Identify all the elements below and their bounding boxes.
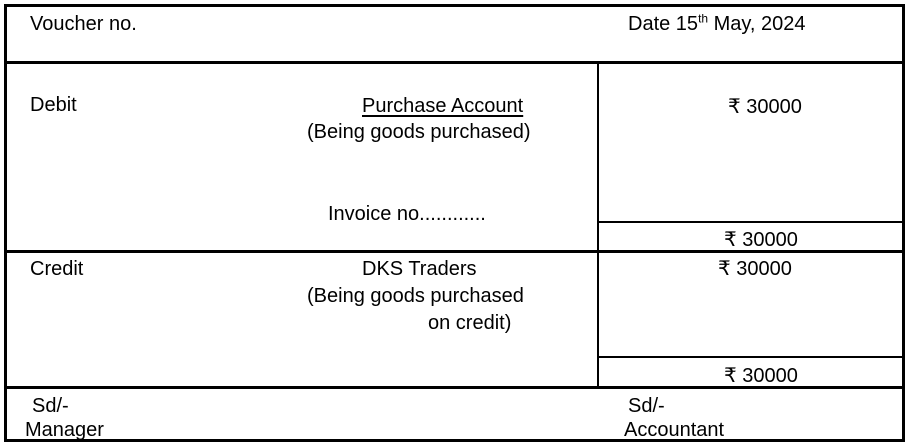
voucher-date-ordinal: th xyxy=(698,11,709,26)
voucher-date: Date 15th May, 2024 xyxy=(628,12,806,36)
debit-total-divider-line xyxy=(597,221,905,223)
credit-narration-line2: on credit) xyxy=(428,312,512,334)
credit-total-amount: ₹ 30000 xyxy=(724,365,798,387)
footer-divider-line xyxy=(4,386,905,389)
credit-total-divider-line xyxy=(597,356,905,358)
accountant-role-label: Accountant xyxy=(624,419,725,441)
debit-narration: (Being goods purchased) xyxy=(307,121,531,143)
voucher-date-suffix: May, 2024 xyxy=(708,13,806,35)
debit-credit-divider-line xyxy=(4,250,905,253)
debit-label: Debit xyxy=(30,94,77,116)
voucher-date-prefix: Date 15 xyxy=(628,13,699,35)
debit-account-title: Purchase Account xyxy=(362,95,524,117)
credit-narration-line1: (Being goods purchased xyxy=(307,285,524,307)
credit-account-title: DKS Traders xyxy=(362,258,477,280)
debit-amount: ₹ 30000 xyxy=(728,96,802,118)
debit-invoice-line: Invoice no............ xyxy=(328,203,486,225)
amount-column-divider-line xyxy=(597,61,599,388)
manager-signature-sd: Sd/- xyxy=(32,395,69,417)
manager-role-label: Manager xyxy=(25,419,104,441)
accountant-signature-sd: Sd/- xyxy=(628,395,665,417)
voucher-table-border xyxy=(4,4,905,442)
debit-total-amount: ₹ 30000 xyxy=(724,229,798,251)
credit-label: Credit xyxy=(30,258,84,280)
credit-amount: ₹ 30000 xyxy=(718,258,792,280)
voucher-no-label: Voucher no. xyxy=(30,13,137,35)
header-row-divider-line xyxy=(4,61,905,64)
